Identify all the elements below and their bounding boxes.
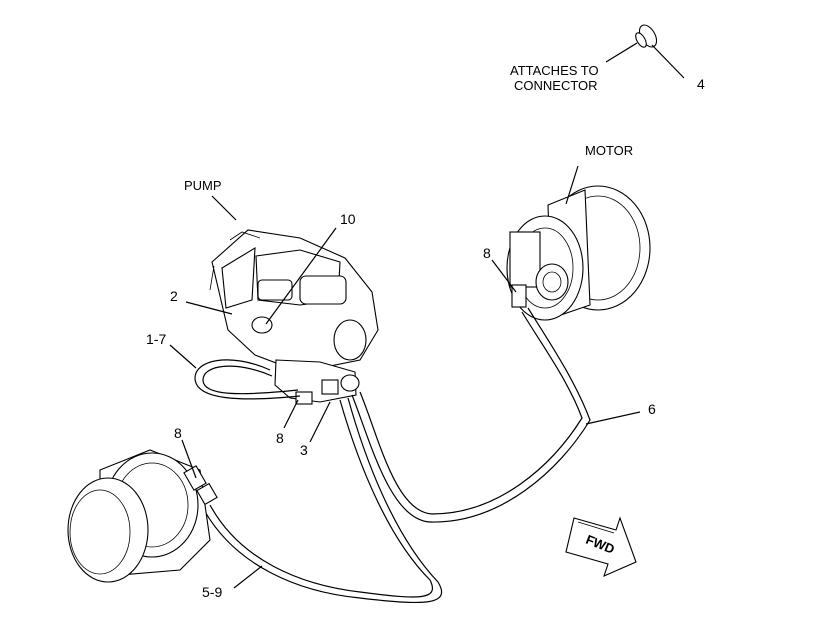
pump-assembly — [209, 195, 379, 405]
leader-lines — [169, 227, 641, 589]
callout-8-pump: 8 — [276, 430, 284, 446]
hoses — [194, 307, 591, 604]
right-motor — [506, 165, 651, 321]
callout-1-7: 1-7 — [146, 331, 166, 347]
pump-label: PUMP — [184, 178, 222, 193]
callout-2: 2 — [170, 288, 178, 304]
connector-part — [605, 24, 685, 79]
callout-10: 10 — [340, 211, 356, 227]
callout-3: 3 — [300, 442, 308, 458]
callout-6: 6 — [648, 401, 656, 417]
callout-5-9: 5-9 — [202, 584, 222, 600]
motor-label: MOTOR — [585, 143, 633, 158]
callout-8-left: 8 — [174, 425, 182, 441]
forward-arrow — [565, 516, 637, 577]
left-motor — [67, 449, 218, 583]
callout-4: 4 — [697, 76, 705, 92]
attaches-label-line2: CONNECTOR — [514, 78, 598, 93]
attaches-label-line1: ATTACHES TO — [510, 63, 599, 78]
callout-8-motor: 8 — [483, 245, 491, 261]
